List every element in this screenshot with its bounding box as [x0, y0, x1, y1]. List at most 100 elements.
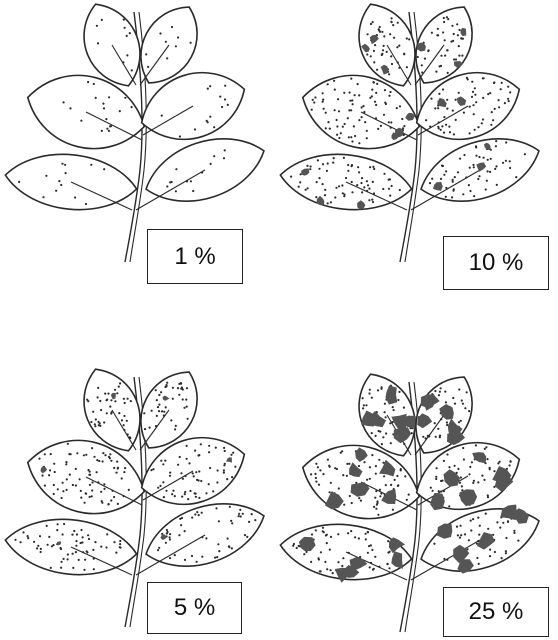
lesion-dot [375, 435, 377, 437]
lesion-dot [97, 421, 99, 423]
lesion-dot [388, 121, 390, 123]
lesion-dot [53, 493, 55, 495]
lesion-dot [357, 83, 359, 85]
lesion-dot [118, 412, 120, 414]
lesion-dot [472, 164, 474, 166]
lesion-dot [62, 490, 64, 492]
lesion-dot [447, 18, 449, 20]
lesion-dot [363, 404, 365, 406]
lesion-dot [306, 165, 308, 167]
lesion-dot [319, 469, 321, 471]
lesion-dot [67, 443, 69, 445]
lesion-dot [104, 393, 106, 395]
lesion-dot [72, 553, 74, 555]
lesion-dot [310, 165, 312, 167]
lesion-dot [452, 397, 454, 399]
lesion-dot [481, 475, 483, 477]
lesion-dot [367, 184, 369, 186]
lesion-dot [190, 42, 192, 44]
lesion-dot [513, 532, 515, 534]
lesion-dot [97, 396, 99, 398]
lesion-dot [182, 478, 184, 480]
lesion-dot [67, 553, 69, 555]
lesion-dot [470, 529, 472, 531]
severity-label-10-percent: 10 % [443, 236, 549, 290]
lesion-dot [461, 399, 463, 401]
lesion-dot [164, 386, 166, 388]
lesion-dot [96, 459, 98, 461]
lesion-dot [191, 555, 193, 557]
lesion-dot [195, 471, 197, 473]
lesion-dot [48, 536, 50, 538]
lesion-dot [14, 539, 16, 541]
lesion-dot [347, 532, 349, 534]
lesion-dot [482, 118, 484, 120]
lesion-dot [373, 50, 375, 52]
lesion-dot [377, 514, 379, 516]
lesion-dot [315, 463, 317, 465]
lesion-dot [387, 563, 389, 565]
lesion-dot [366, 130, 368, 132]
lesion-dot [358, 94, 360, 96]
lesion-dot [371, 549, 373, 551]
lesion-dot [119, 540, 121, 542]
lesion-dot [474, 87, 476, 89]
lesion-dot [82, 536, 84, 538]
lesion-dot [452, 181, 454, 183]
lesion-dot [403, 407, 405, 409]
lesion-dot [44, 485, 46, 487]
lesion-dot [381, 443, 383, 445]
lesion-dot [166, 529, 168, 531]
lesion-dot [127, 433, 129, 435]
lesion-dot [422, 436, 424, 438]
lesion-dot [469, 167, 471, 169]
lesion-dot [343, 92, 345, 94]
lesion-dot [98, 460, 100, 462]
lesion-dot [188, 462, 190, 464]
lesion-dot [387, 540, 389, 542]
lesion-dot [365, 538, 367, 540]
lesion-dot [473, 195, 475, 197]
lesion-dot [435, 436, 437, 438]
lesion-dot [401, 118, 403, 120]
lesion-dot [307, 187, 309, 189]
lesion-dot [333, 157, 335, 159]
lesion-dot [121, 477, 123, 479]
lesion-dot [318, 177, 320, 179]
lesion-dot [340, 452, 342, 454]
lesion-dot [322, 473, 324, 475]
lesion-dot [460, 525, 462, 527]
lesion-dot [354, 135, 356, 137]
lesion-dot [80, 529, 82, 531]
lesion-dot [82, 551, 84, 553]
lesion-dot [383, 45, 385, 47]
lesion-dot [371, 95, 373, 97]
lesion-dot [27, 535, 29, 537]
lesion-dot [91, 447, 93, 449]
lesion-dot [457, 34, 459, 36]
lesion-dot [492, 119, 494, 121]
lesion-dot [466, 77, 468, 79]
lesion-dot [391, 17, 393, 19]
lesion-dot [198, 454, 200, 456]
lesion-dot [462, 403, 464, 405]
lesion-dot [443, 490, 445, 492]
leaflet [280, 154, 411, 210]
lesion-dot [371, 89, 373, 91]
lesion-dot [446, 99, 448, 101]
lesion-dot [385, 103, 387, 105]
lesion-dot [396, 46, 398, 48]
lesion-dot [446, 16, 448, 18]
lesion-dot [100, 409, 102, 411]
lesion-dot [378, 28, 380, 30]
lesion-dot [171, 493, 173, 495]
lesion-dot [230, 454, 232, 456]
lesion-dot [117, 503, 119, 505]
lesion-dot [468, 539, 470, 541]
lesion-dot [350, 136, 352, 138]
lesion-dot [230, 520, 232, 522]
lesion-dot [172, 398, 174, 400]
lesion-dot [397, 22, 399, 24]
lesion-dot [396, 475, 398, 477]
lesion-dot [350, 530, 352, 532]
